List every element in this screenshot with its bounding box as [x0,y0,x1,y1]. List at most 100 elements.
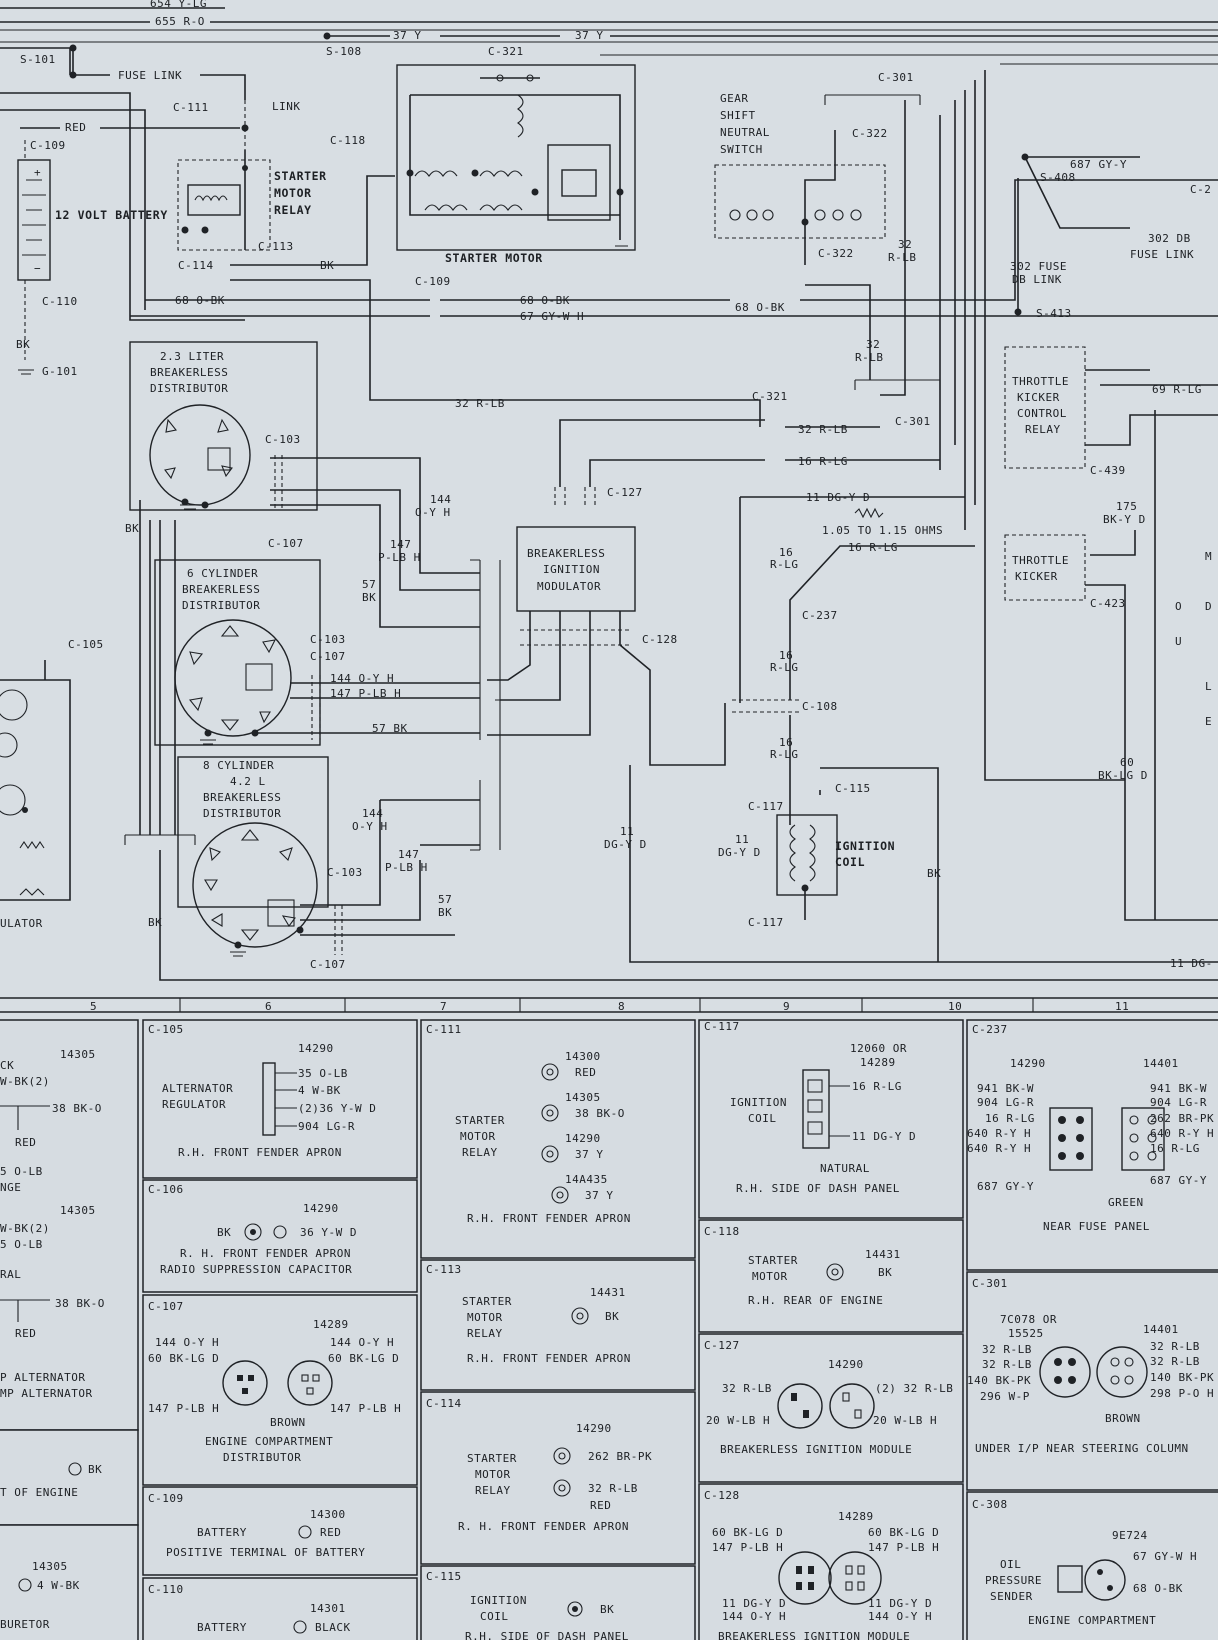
splice-label: S-408 [1040,171,1076,184]
connector-label: C-105 [68,638,104,651]
svg-text:R-LG: R-LG [770,661,799,674]
connector-label: C-128 [642,633,678,646]
panel-c127: C-127 14290 32 R-LB 20 W-LB H (2) 32 R-L… [698,1333,964,1483]
wire-label: 144 [430,493,451,506]
connector-label: C-110 [42,295,78,308]
wire-label: BK [927,867,941,880]
battery: + − 12 VOLT BATTERY C-110 BK G-101 [16,140,167,378]
svg-text:DG-Y D: DG-Y D [604,838,647,851]
svg-text:20 W-LB H: 20 W-LB H [706,1414,770,1427]
wire-label: 175 [1116,500,1137,513]
svg-text:14431: 14431 [590,1286,626,1299]
svg-text:PRESSURE: PRESSURE [985,1574,1042,1587]
svg-text:5 O-LB: 5 O-LB [0,1238,43,1251]
panel-c110: C-110 14301 BATTERY BLACK [142,1577,418,1640]
svg-text:RED: RED [15,1327,36,1340]
connector-label: C-103 [265,433,301,446]
svg-text:C-127: C-127 [704,1339,740,1352]
svg-text:14290: 14290 [1010,1057,1046,1070]
resistance-label: 1.05 TO 1.15 OHMS [822,524,943,537]
svg-text:DG-Y D: DG-Y D [718,846,761,859]
wire-label: 69 R-LG [1152,383,1202,396]
connector-label: C-237 [802,609,838,622]
connector-label: C-117 [748,916,784,929]
svg-text:640 R-Y H: 640 R-Y H [967,1142,1031,1155]
grid-number: 9 [783,1000,790,1013]
svg-text:BREAKERLESS: BREAKERLESS [182,583,260,596]
distributor-6-cyl: 6 CYLINDER BREAKERLESS DISTRIBUTOR C-103… [154,559,480,746]
svg-text:941 BK-W: 941 BK-W [977,1082,1034,1095]
svg-text:296 W-P: 296 W-P [980,1390,1030,1403]
svg-text:R-LG: R-LG [770,748,799,761]
svg-text:4 W-BK: 4 W-BK [37,1579,80,1592]
panel-c113: C-113 14431 STARTER MOTOR RELAY BK R.H. … [420,1259,696,1391]
panel-c128: C-128 14289 60 BK-LG D 147 P-LB H 11 DG-… [698,1483,964,1640]
wire-label: BK [16,338,30,351]
svg-text:14290: 14290 [828,1358,864,1371]
svg-text:14401: 14401 [1143,1323,1179,1336]
svg-text:C-109: C-109 [148,1492,184,1505]
wire-label: FUSE LINK [1130,248,1194,261]
svg-text:14305: 14305 [60,1048,96,1061]
svg-text:P-LB H: P-LB H [378,551,421,564]
svg-text:14401: 14401 [1143,1057,1179,1070]
svg-text:BROWN: BROWN [1105,1412,1141,1425]
svg-text:RELAY: RELAY [462,1146,498,1159]
svg-text:298 P-O H: 298 P-O H [1150,1387,1214,1400]
connector-label: C-322 [818,247,854,260]
svg-text:O-Y H: O-Y H [415,506,451,519]
svg-text:14305: 14305 [32,1560,68,1573]
svg-text:32 R-LB: 32 R-LB [982,1343,1032,1356]
svg-text:BK: BK [438,906,452,919]
svg-text:NGE: NGE [0,1181,21,1194]
svg-text:C-114: C-114 [426,1397,462,1410]
connector-label: C-113 [258,240,294,253]
fuse-link-label: 302 FUSE [1010,260,1067,273]
wire-label: 57 [362,578,376,591]
svg-text:DB LINK: DB LINK [1012,273,1062,286]
wire-label: 655 R-O [155,15,205,28]
svg-text:KICKER: KICKER [1015,570,1058,583]
svg-text:147 P-LB H: 147 P-LB H [868,1541,939,1554]
svg-text:MP ALTERNATOR: MP ALTERNATOR [0,1387,93,1400]
connector-label: C-2 [1190,183,1211,196]
svg-text:R.H. FRONT FENDER APRON: R.H. FRONT FENDER APRON [467,1212,631,1225]
svg-text:14300: 14300 [310,1508,346,1521]
svg-text:CONTROL: CONTROL [1017,407,1067,420]
svg-text:ENGINE COMPARTMENT: ENGINE COMPARTMENT [205,1435,333,1448]
svg-text:SENDER: SENDER [990,1590,1033,1603]
connector-label: C-108 [802,700,838,713]
svg-text:RED: RED [575,1066,596,1079]
wire-label: 68 O-BK [735,301,785,314]
svg-text:11 DG-Y D: 11 DG-Y D [852,1130,916,1143]
svg-text:144 O-Y H: 144 O-Y H [330,1336,394,1349]
grid-number: 11 [1115,1000,1129,1013]
wire-label: 16 [779,546,793,559]
svg-text:P-LB H: P-LB H [385,861,428,874]
svg-text:640 R-Y H: 640 R-Y H [967,1127,1031,1140]
svg-text:RELAY: RELAY [475,1484,511,1497]
svg-text:14290: 14290 [303,1202,339,1215]
panel-c118: C-118 STARTER MOTOR 14431 BK R.H. REAR O… [698,1219,964,1333]
wire-label: 147 P-LB H [330,687,401,700]
wire-label: 11 DG-Y D [806,491,870,504]
svg-text:MOTOR: MOTOR [274,186,312,200]
svg-text:P ALTERNATOR: P ALTERNATOR [0,1371,85,1384]
tk-label: THROTTLE [1012,554,1069,567]
svg-text:BATTERY: BATTERY [197,1621,247,1634]
svg-text:32 R-LB: 32 R-LB [1150,1355,1200,1368]
svg-text:R. H. FRONT FENDER APRON: R. H. FRONT FENDER APRON [458,1520,629,1533]
svg-text:BK: BK [878,1266,892,1279]
svg-text:12060 OR: 12060 OR [850,1042,907,1055]
module-label: BREAKERLESS [527,547,605,560]
svg-text:R. H. FRONT FENDER APRON: R. H. FRONT FENDER APRON [180,1247,351,1260]
svg-text:C-111: C-111 [426,1023,462,1036]
svg-text:140 BK-PK: 140 BK-PK [967,1374,1031,1387]
svg-text:DISTRIBUTOR: DISTRIBUTOR [150,382,228,395]
svg-text:R.H. SIDE OF DASH PANEL: R.H. SIDE OF DASH PANEL [736,1182,900,1195]
svg-text:4.2 L: 4.2 L [230,775,266,788]
svg-text:38 BK-O: 38 BK-O [575,1107,625,1120]
svg-text:BREAKERLESS IGNITION MODULE: BREAKERLESS IGNITION MODULE [718,1630,910,1640]
distributor-label: 6 CYLINDER [187,567,258,580]
svg-text:14A435: 14A435 [565,1173,608,1186]
